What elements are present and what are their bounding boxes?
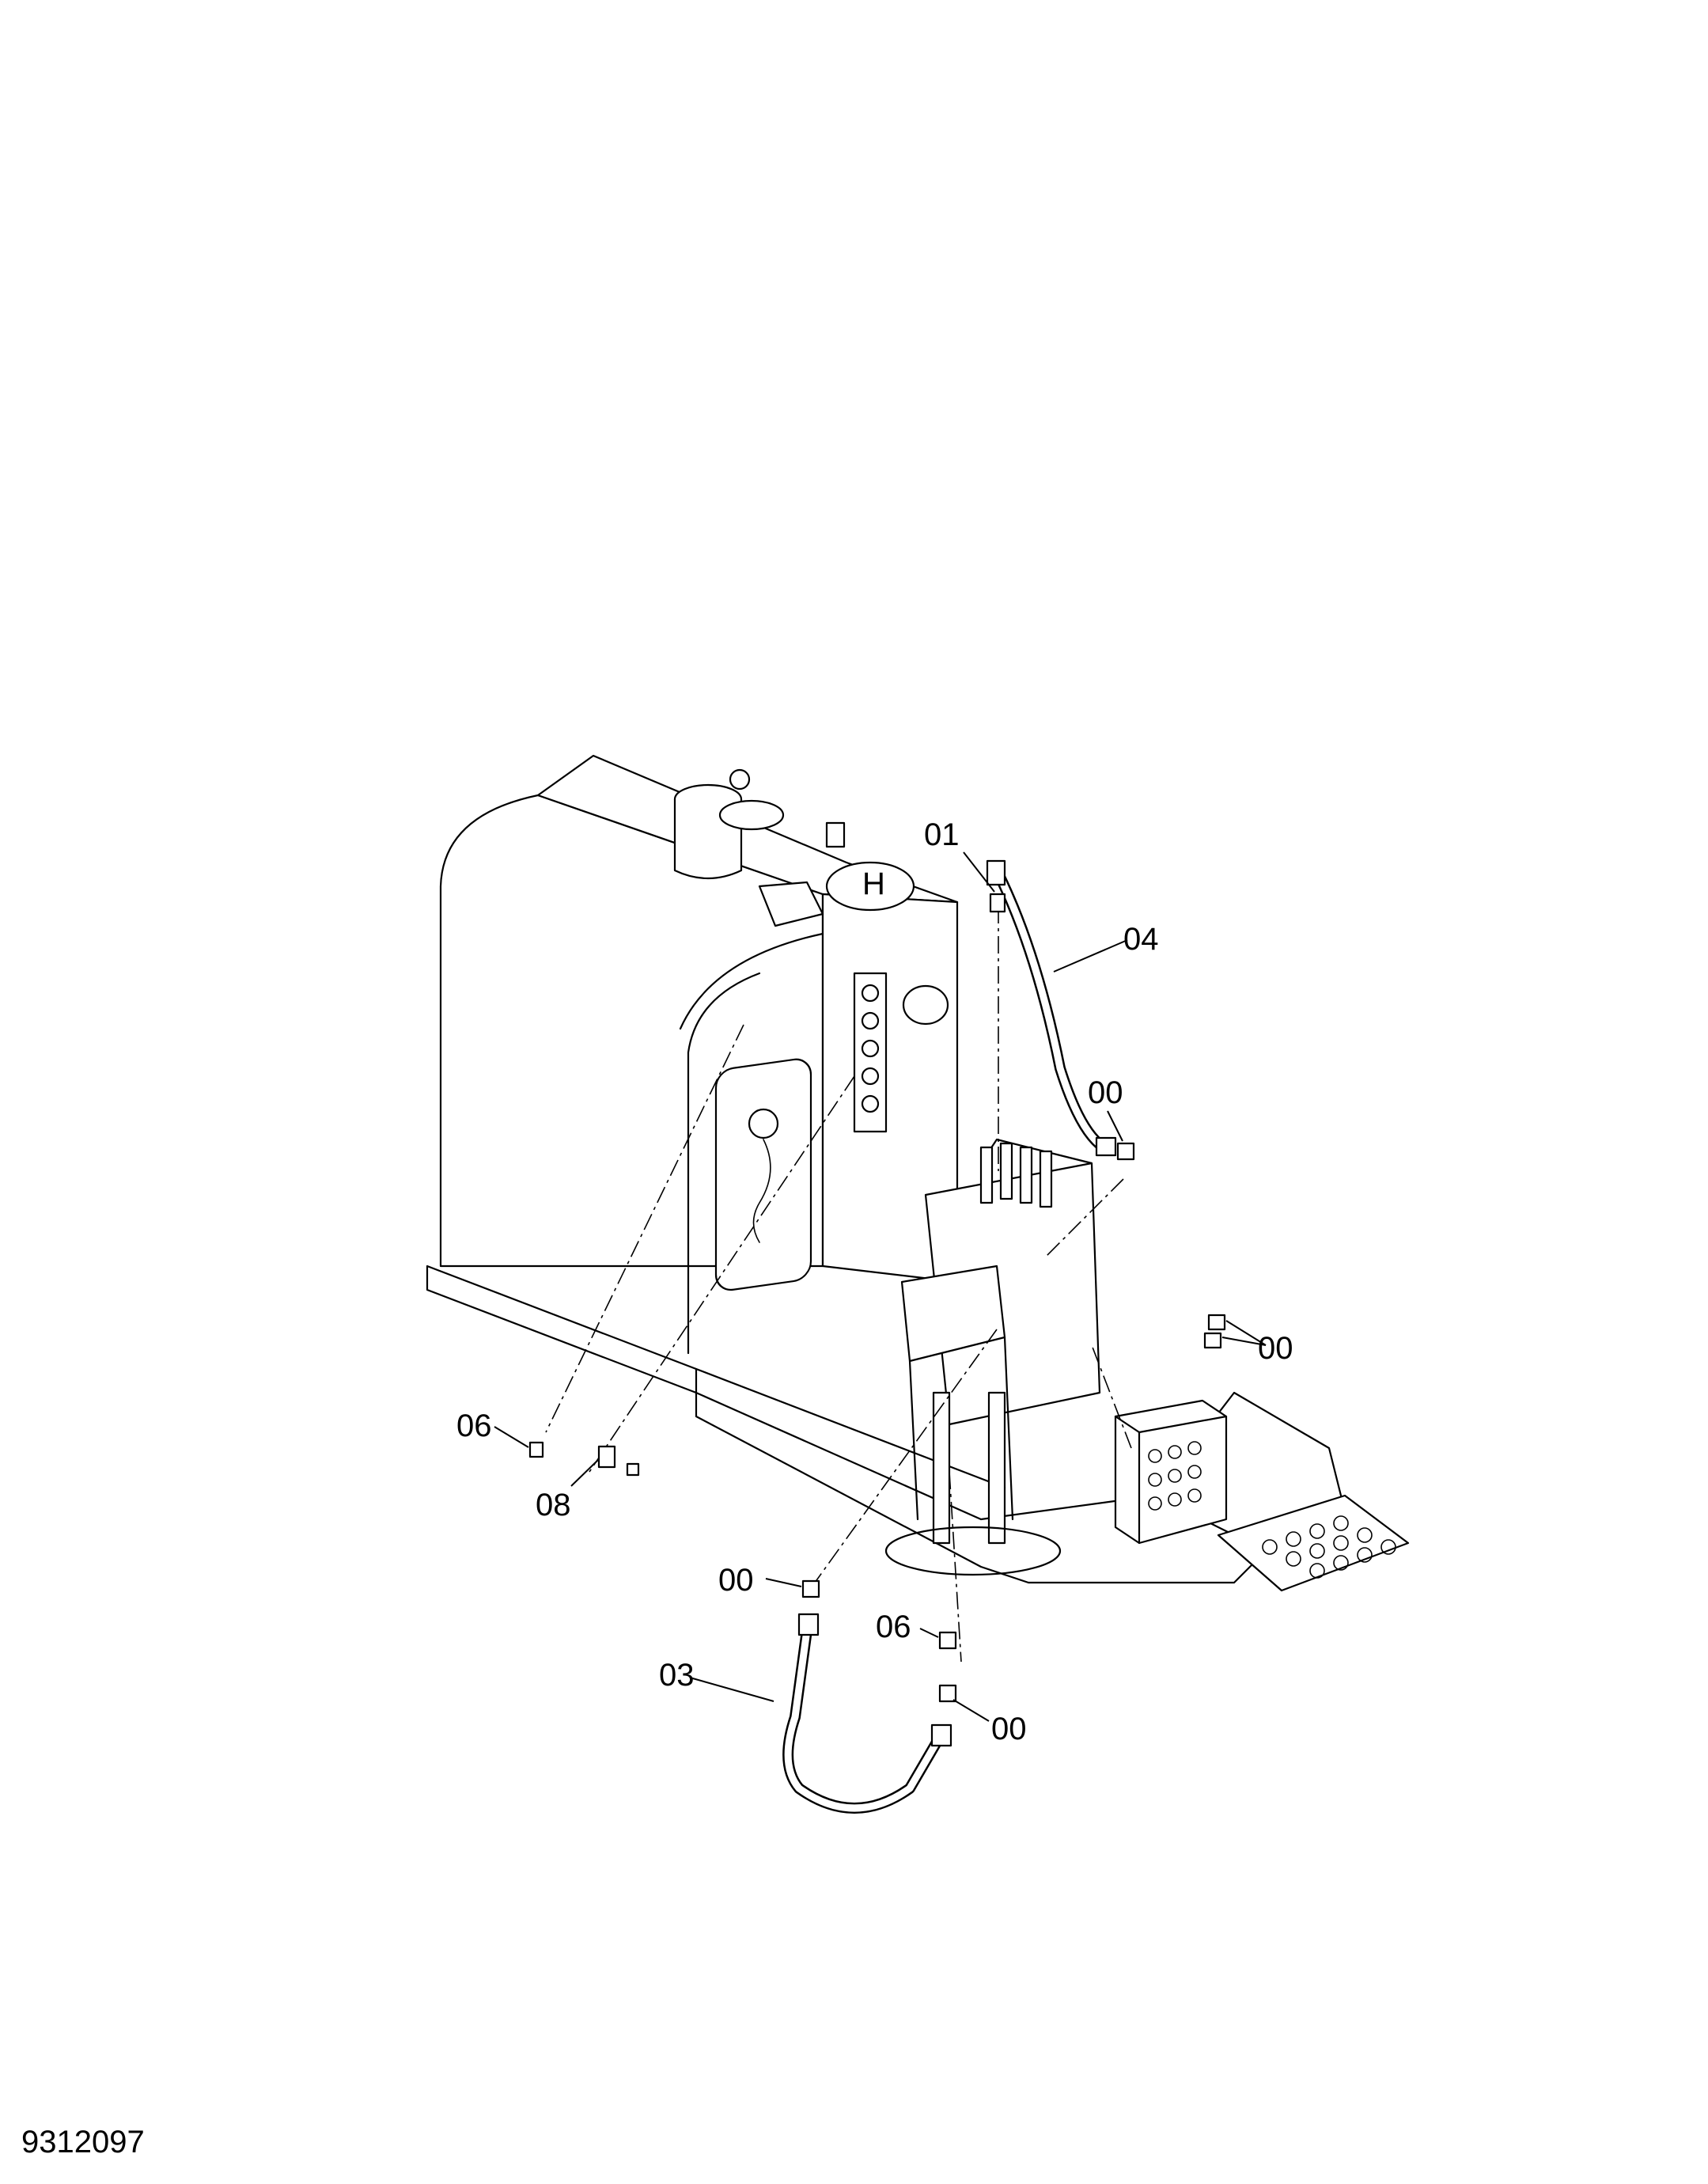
control-valve <box>884 1138 1101 1576</box>
callout-01: 01 <box>924 817 960 852</box>
leader-lines <box>494 851 1267 1722</box>
fitting-00-upper <box>1116 1142 1135 1161</box>
callout-00-lower-left: 00 <box>718 1563 754 1598</box>
fitting-00-lower-left <box>801 1579 820 1598</box>
svg-text:H: H <box>862 866 885 901</box>
filler-cap-assembly: H <box>673 768 915 927</box>
drawing-number: 9312097 <box>21 2125 145 2159</box>
step-plate-holes <box>1262 1515 1396 1579</box>
hose-03 <box>782 1613 952 1814</box>
callout-08: 08 <box>536 1488 571 1522</box>
callout-03: 03 <box>659 1658 695 1693</box>
fitting-00-bottom <box>938 1684 957 1703</box>
callout-00-bottom: 00 <box>991 1712 1027 1746</box>
fitting-01 <box>989 893 1006 913</box>
hose-04 <box>986 859 1117 1157</box>
callout-04: 04 <box>1123 922 1159 957</box>
fitting-08 <box>597 1445 616 1469</box>
fitting-00-right-a <box>1207 1314 1226 1331</box>
assembly-centerlines <box>545 906 1132 1663</box>
fitting-06-lower <box>938 1631 957 1650</box>
fitting-00-right-b <box>1203 1332 1222 1349</box>
callout-00-upper: 00 <box>1088 1075 1123 1110</box>
callout-labels: 01 04 00 00 06 08 00 06 03 00 <box>456 817 1293 1746</box>
callout-00-right: 00 <box>1258 1331 1293 1366</box>
pilot-valve-block <box>1114 1399 1228 1545</box>
tank-valve-panel <box>853 972 949 1133</box>
fitting-06-left <box>528 1441 544 1458</box>
callout-06-left: 06 <box>456 1409 492 1443</box>
fittings <box>528 893 1226 1703</box>
callout-06-lower: 06 <box>876 1610 911 1644</box>
